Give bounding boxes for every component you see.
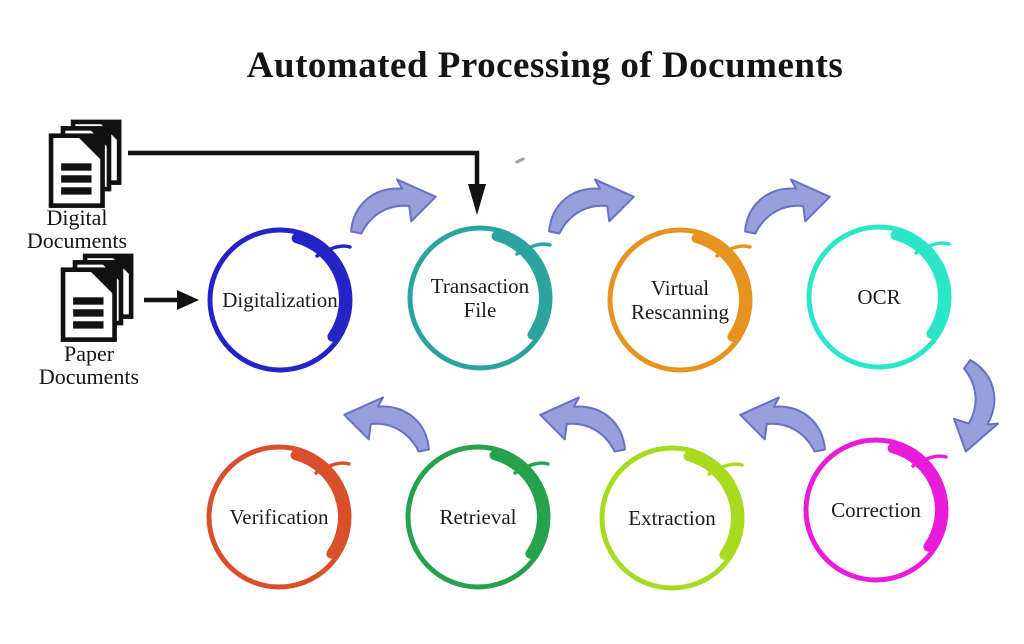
circle-stroke-icon bbox=[806, 224, 952, 370]
flow-arrow-correction-to-extraction bbox=[728, 396, 830, 454]
node-label: Retrieval bbox=[439, 504, 517, 529]
circle-stroke-icon bbox=[803, 437, 949, 583]
circle-stroke-icon bbox=[207, 227, 353, 373]
node-label: Correction bbox=[831, 497, 921, 522]
paper-documents-icon bbox=[60, 253, 134, 342]
digital-documents-icon bbox=[48, 119, 122, 208]
node-virtual-rescanning: Virtual Rescanning bbox=[600, 220, 760, 380]
node-retrieval: Retrieval bbox=[398, 437, 558, 597]
node-transaction-file: Transaction File bbox=[400, 218, 560, 378]
node-ocr: OCR bbox=[799, 217, 959, 377]
node-verification: Verification bbox=[199, 437, 359, 597]
right-arrowhead bbox=[177, 290, 199, 310]
paper-documents-label: Paper Documents bbox=[38, 341, 140, 390]
flow-arrow-rescanning-to-ocr bbox=[740, 178, 842, 236]
node-label: Transaction File bbox=[430, 273, 530, 322]
node-label: OCR bbox=[857, 284, 901, 309]
down-arrowhead bbox=[468, 184, 486, 215]
node-label: Digitalization bbox=[222, 287, 338, 312]
flow-arrow-retrieval-to-verification bbox=[332, 396, 434, 454]
node-label: Virtual Rescanning bbox=[631, 275, 729, 324]
circle-stroke-icon bbox=[405, 444, 551, 590]
circle-stroke-icon bbox=[407, 225, 553, 371]
diagram-title: Automated Processing of Documents bbox=[246, 45, 844, 86]
circle-stroke-icon bbox=[599, 445, 745, 591]
node-label: Verification bbox=[229, 504, 329, 529]
node-extraction: Extraction bbox=[592, 438, 752, 598]
stray-mark bbox=[514, 157, 526, 164]
flow-arrow-transaction-to-rescanning bbox=[544, 178, 646, 236]
node-digitalization: Digitalization bbox=[200, 220, 360, 380]
circle-stroke-icon bbox=[607, 227, 753, 373]
digital-documents-label: Digital Documents bbox=[26, 205, 128, 254]
circle-stroke-icon bbox=[206, 444, 352, 590]
node-label: Extraction bbox=[628, 505, 716, 530]
node-correction: Correction bbox=[796, 430, 956, 590]
flow-arrow-extraction-to-retrieval bbox=[528, 396, 630, 454]
flow-arrow-digitalization-to-transaction bbox=[346, 178, 448, 236]
